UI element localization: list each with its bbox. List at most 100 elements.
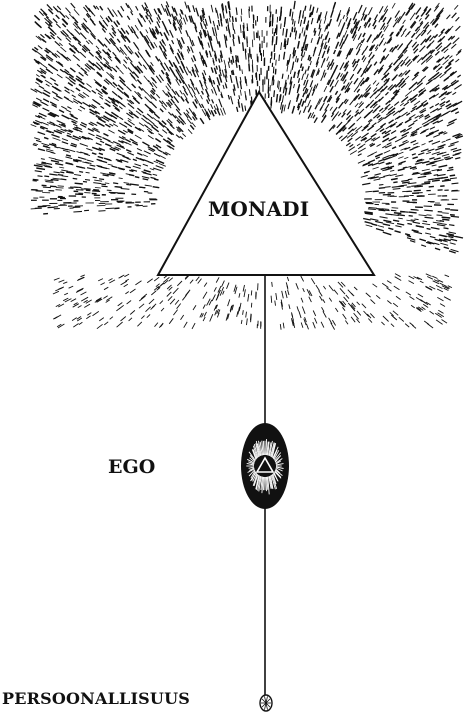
aura-dash <box>357 311 361 316</box>
aura-dash <box>148 135 154 139</box>
aura-dash <box>298 78 299 83</box>
aura-dash <box>436 285 442 288</box>
aura-dash <box>109 33 113 38</box>
aura-dash <box>379 108 383 111</box>
aura-dash <box>435 103 439 105</box>
aura-dash <box>357 302 360 305</box>
aura-dash <box>304 17 306 24</box>
aura-dash <box>214 106 216 110</box>
aura-dash <box>209 51 211 57</box>
aura-dash <box>162 130 167 134</box>
aura-dash <box>439 165 448 167</box>
aura-dash <box>98 279 103 281</box>
aura-dash <box>173 288 178 294</box>
aura-dash <box>38 46 42 50</box>
aura-dash <box>345 321 348 325</box>
aura-dash <box>214 87 217 95</box>
aura-dash <box>213 80 214 84</box>
aura-dash <box>441 97 445 100</box>
aura-dash <box>239 65 240 71</box>
aura-dash <box>424 210 433 211</box>
aura-dash <box>104 322 108 325</box>
aura-dash <box>163 46 166 52</box>
aura-dash <box>95 188 101 189</box>
aura-dash <box>135 135 142 139</box>
aura-dash <box>201 22 203 29</box>
aura-dash <box>81 292 87 295</box>
aura-dash <box>329 19 331 26</box>
aura-dash <box>77 277 84 280</box>
aura-dash <box>364 311 369 317</box>
aura-dash <box>405 324 409 328</box>
aura-dash <box>144 151 151 154</box>
aura-dash <box>109 192 118 193</box>
aura-dash <box>383 316 389 322</box>
aura-dash <box>416 8 421 15</box>
aura-dash <box>299 311 301 318</box>
aura-dash <box>75 183 83 184</box>
aura-dash <box>113 124 118 127</box>
ego-ray <box>264 477 265 490</box>
aura-dash <box>288 290 289 295</box>
aura-dash <box>251 290 252 295</box>
aura-dash <box>444 75 451 80</box>
aura-dash <box>166 86 170 91</box>
aura-dash <box>379 6 383 13</box>
aura-dash <box>133 159 137 160</box>
aura-dash <box>121 317 126 322</box>
aura-dash <box>86 41 89 44</box>
aura-dash <box>101 283 105 285</box>
aura-dash <box>405 70 410 75</box>
aura-dash <box>202 104 204 108</box>
aura-dash <box>404 57 409 62</box>
aura-dash <box>357 89 360 92</box>
aura-dash <box>62 176 68 177</box>
aura-dash <box>77 26 80 30</box>
aura-dash <box>96 46 99 49</box>
aura-dash <box>36 140 41 142</box>
aura-dash <box>414 186 423 187</box>
aura-dash <box>351 293 354 296</box>
aura-dash <box>421 129 429 133</box>
aura-dash <box>286 29 287 38</box>
aura-dash <box>409 212 417 213</box>
aura-dash <box>382 138 389 142</box>
aura-dash <box>393 316 397 320</box>
aura-dash <box>303 93 305 97</box>
aura-dash <box>379 97 384 102</box>
aura-dash <box>87 313 91 316</box>
aura-dash <box>109 124 113 126</box>
aura-dash <box>154 161 158 163</box>
aura-dash <box>108 8 111 13</box>
aura-dash <box>408 183 417 184</box>
aura-dash <box>78 95 84 99</box>
aura-dash <box>38 132 46 135</box>
aura-dash <box>363 7 367 15</box>
aura-dash <box>297 94 299 100</box>
aura-dash <box>169 318 173 324</box>
aura-dash <box>136 6 138 10</box>
aura-dash <box>302 74 304 80</box>
aura-dash <box>408 31 411 35</box>
aura-dash <box>322 51 325 58</box>
aura-dash <box>92 191 100 192</box>
aura-dash <box>418 294 423 297</box>
aura-dash <box>123 125 127 127</box>
aura-dash <box>342 22 345 29</box>
aura-dash <box>64 87 69 90</box>
aura-dash <box>216 35 218 44</box>
aura-dash <box>397 224 404 226</box>
aura-dash <box>203 21 204 26</box>
aura-dash <box>121 104 126 108</box>
aura-dash <box>339 19 342 26</box>
aura-dash <box>125 139 130 142</box>
aura-dash <box>374 25 376 29</box>
aura-dash <box>321 62 323 68</box>
aura-dash <box>186 30 189 36</box>
aura-dash <box>362 183 370 184</box>
aura-dash <box>211 5 213 12</box>
aura-dash <box>142 172 147 173</box>
aura-dash <box>272 77 273 86</box>
aura-dash <box>134 32 139 39</box>
aura-dash <box>49 158 56 160</box>
